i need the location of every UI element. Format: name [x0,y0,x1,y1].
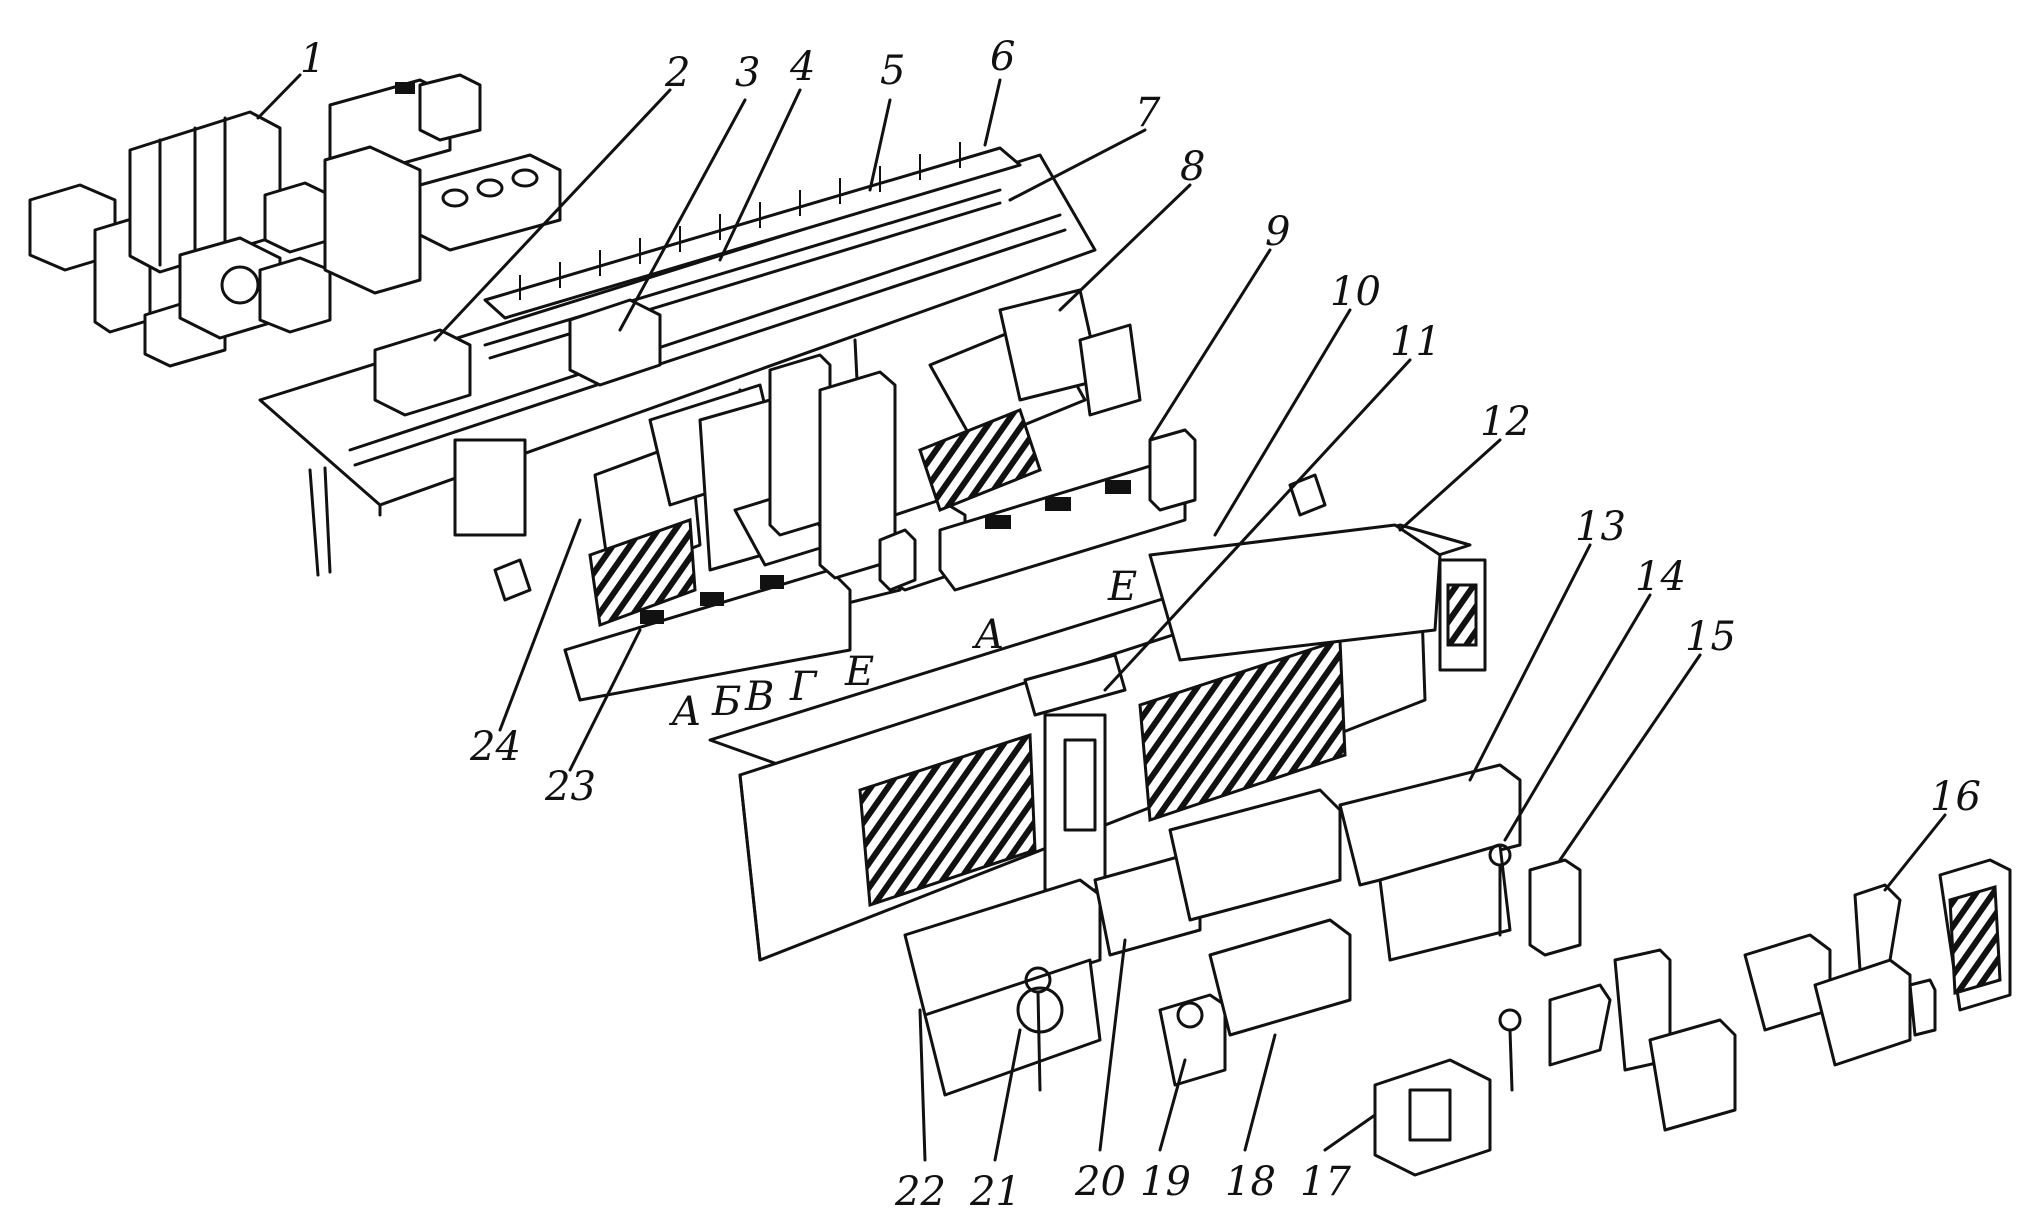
label-6: 6 [990,34,1015,80]
measuring-area [1373,858,2012,1177]
operator-stool-left [493,558,532,602]
computer-cabinets-group [28,73,562,368]
letter-left-b: Б [711,679,741,725]
label-14: 14 [1635,554,1686,600]
letter-left-a: A [668,689,701,735]
label-5: 5 [880,48,905,94]
label-24: 24 [469,724,521,770]
operator-stool-right [1288,473,1327,517]
label-16: 16 [1930,774,1981,820]
label-13: 13 [1575,504,1626,550]
leader-lines [256,73,1947,1162]
position-letters-right: A Е [971,564,1137,658]
callout-labels: 1 2 3 4 5 6 7 8 9 10 11 12 13 14 15 16 1… [300,34,1981,1215]
automated-warehouse [708,523,1487,962]
label-9: 9 [1265,209,1290,255]
label-11: 11 [1390,319,1441,365]
letter-right-e: Е [1107,564,1137,610]
letter-left-v: В [744,674,774,720]
letter-right-a: A [971,612,1004,658]
middle-cabinets [768,353,917,592]
label-18: 18 [1225,1159,1276,1205]
workstations [903,763,1582,1097]
label-22: 22 [894,1169,946,1215]
label-20: 20 [1074,1159,1126,1205]
label-17: 17 [1300,1159,1351,1205]
label-7: 7 [1135,90,1161,136]
machining-center-right [918,288,1197,592]
label-10: 10 [1330,269,1381,315]
label-21: 21 [969,1169,1021,1215]
label-3: 3 [735,50,760,96]
letter-left-e: Е [844,649,874,695]
position-letters-left: A Б В Г Е [668,649,874,735]
label-8: 8 [1180,144,1205,190]
label-19: 19 [1140,1159,1191,1205]
label-23: 23 [544,764,596,810]
label-1: 1 [300,36,325,82]
label-4: 4 [789,44,815,90]
letter-left-g: Г [789,664,818,710]
label-2: 2 [664,50,690,96]
label-12: 12 [1480,399,1531,445]
gantry-platform [258,142,1097,577]
label-15: 15 [1685,614,1736,660]
